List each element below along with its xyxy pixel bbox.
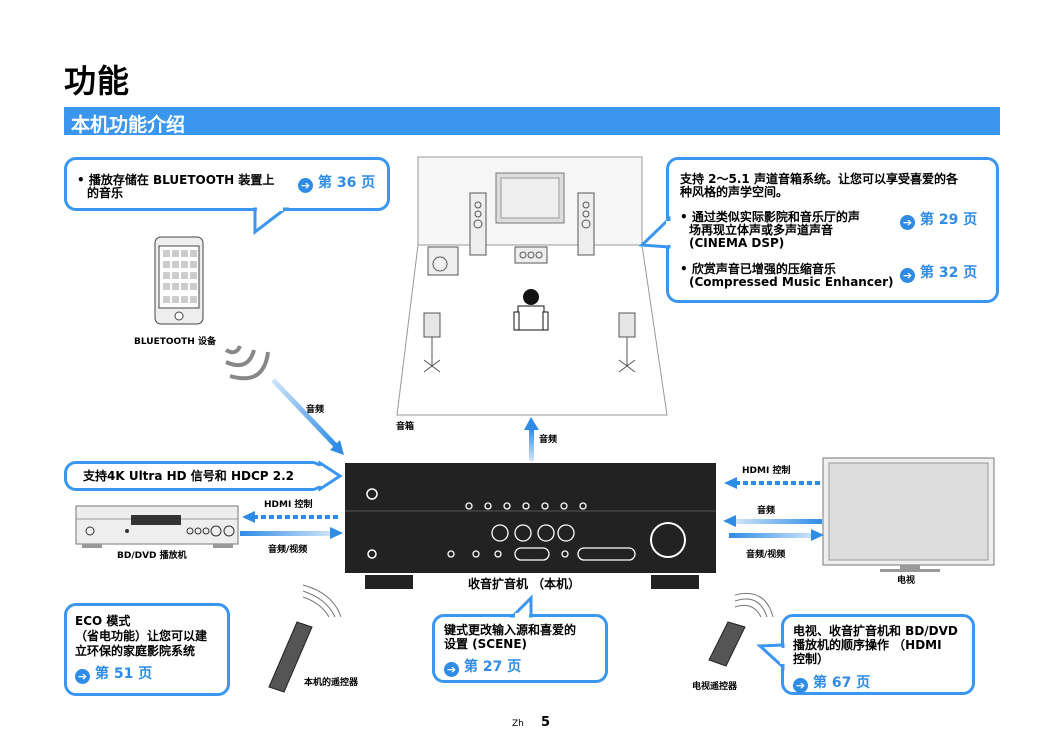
section-banner: 本机功能介绍 bbox=[64, 107, 1000, 136]
page-number: 5 bbox=[541, 715, 551, 730]
callout-text: (Compressed Music Enhancer) bbox=[689, 275, 894, 289]
section-title: 本机功能介绍 bbox=[71, 114, 186, 136]
page-ref-label: 第 27 页 bbox=[464, 659, 522, 675]
arrow-right-icon: ➔ bbox=[900, 268, 915, 283]
hdmi-control-label: HDMI 控制 bbox=[264, 500, 313, 510]
remote-label: 本机的遥控器 bbox=[304, 678, 359, 688]
av-arrow-right bbox=[729, 533, 814, 538]
arrow-right-icon: ➔ bbox=[298, 178, 313, 193]
page-ref-link[interactable]: ➔ 第 36 页 bbox=[298, 172, 375, 193]
callout-text: 控制） bbox=[793, 652, 830, 666]
page-ref-link[interactable]: ➔ 第 27 页 bbox=[444, 656, 521, 677]
page-ref-link[interactable]: ➔ 第 51 页 bbox=[75, 663, 152, 684]
page-title: 功能 bbox=[64, 62, 131, 100]
surround-speaker-icon bbox=[423, 312, 636, 373]
center-speaker-icon bbox=[514, 246, 548, 264]
callout-text: ECO 模式 bbox=[75, 614, 131, 628]
bd-player-icon bbox=[75, 505, 239, 548]
page-ref-label: 第 29 页 bbox=[920, 212, 978, 228]
callout-text: 播放机的顺序操作 （HDMI bbox=[793, 638, 942, 652]
page-ref-label: 第 32 页 bbox=[920, 265, 978, 281]
speakers-label: 音箱 bbox=[396, 422, 415, 432]
callout-text: 键式更改输入源和喜爱的 bbox=[444, 623, 577, 637]
callout-text: • 通过类似实际影院和音乐厅的声 bbox=[680, 210, 860, 224]
page-ref-label: 第 36 页 bbox=[318, 175, 376, 191]
audio-label: 音频 bbox=[757, 506, 776, 516]
callout-text: 设置 (SCENE) bbox=[444, 637, 528, 651]
callout-hdmi-link bbox=[781, 614, 975, 695]
callout-text: 电视、收音扩音机和 BD/DVD bbox=[793, 624, 958, 638]
av-label: 音频/视频 bbox=[268, 545, 308, 555]
callout-text: 场再现立体声或多声道声音 bbox=[689, 223, 834, 237]
tv-label: 电视 bbox=[897, 576, 916, 586]
callout-uhd bbox=[64, 461, 324, 491]
callout-text: • 播放存储在 BLUETOOTH 装置上 bbox=[77, 173, 275, 187]
callout-text: 的音乐 bbox=[87, 186, 124, 200]
callout-text: 立环保的家庭影院系统 bbox=[75, 644, 196, 658]
footer-lang: Zh bbox=[512, 719, 524, 729]
subwoofer-icon bbox=[427, 246, 459, 276]
arrow-right-icon: ➔ bbox=[900, 215, 915, 230]
wireless-waves-icon bbox=[224, 345, 270, 381]
bt-device-label: BLUETOOTH 设备 bbox=[134, 337, 216, 347]
arrow-right-icon: ➔ bbox=[444, 662, 459, 677]
audio-label: 音频 bbox=[306, 405, 325, 415]
page-ref-link[interactable]: ➔ 第 29 页 bbox=[900, 209, 977, 230]
callout-text: (CINEMA DSP) bbox=[689, 236, 785, 250]
receiver-label: 收音扩音机 （本机） bbox=[468, 577, 581, 591]
receiver-icon bbox=[345, 463, 716, 589]
page-ref-label: 第 51 页 bbox=[95, 666, 153, 682]
audio-arrow-bt bbox=[271, 378, 339, 449]
arrow-right-icon: ➔ bbox=[793, 678, 808, 693]
bd-player-label: BD/DVD 播放机 bbox=[117, 551, 187, 561]
page-ref-link[interactable]: ➔ 第 32 页 bbox=[900, 262, 977, 283]
tv-remote-icon bbox=[708, 592, 774, 667]
listener-icon bbox=[513, 289, 549, 331]
page-ref-link[interactable]: ➔ 第 67 页 bbox=[793, 672, 870, 693]
callout-text: 种风格的声学空间。 bbox=[680, 185, 789, 199]
callout-bluetooth bbox=[64, 157, 390, 211]
arrow-right-icon: ➔ bbox=[75, 669, 90, 684]
callout-text: 支持4K Ultra HD 信号和 HDCP 2.2 bbox=[83, 469, 295, 483]
hdmi-control-label: HDMI 控制 bbox=[742, 466, 791, 476]
callout-speakers bbox=[666, 157, 999, 303]
page-ref-label: 第 67 页 bbox=[813, 675, 871, 691]
audio-label: 音频 bbox=[539, 435, 558, 445]
callout-text: （省电功能）让您可以建 bbox=[75, 629, 208, 643]
callout-text: 支持 2～5.1 声道音箱系统。让您可以享受喜爱的各 bbox=[680, 172, 958, 186]
callout-eco bbox=[64, 603, 230, 696]
audio-arrow-right bbox=[735, 519, 822, 524]
av-label: 音频/视频 bbox=[746, 550, 786, 560]
audio-arrow-up bbox=[529, 428, 534, 461]
remote-control-icon bbox=[268, 584, 342, 693]
front-speaker-icon bbox=[469, 192, 595, 256]
av-arrow-left bbox=[240, 531, 332, 536]
callout-text: • 欣赏声音已增强的压缩音乐 bbox=[680, 262, 836, 276]
tv-remote-label: 电视遥控器 bbox=[692, 682, 738, 692]
tv-icon bbox=[822, 457, 995, 572]
